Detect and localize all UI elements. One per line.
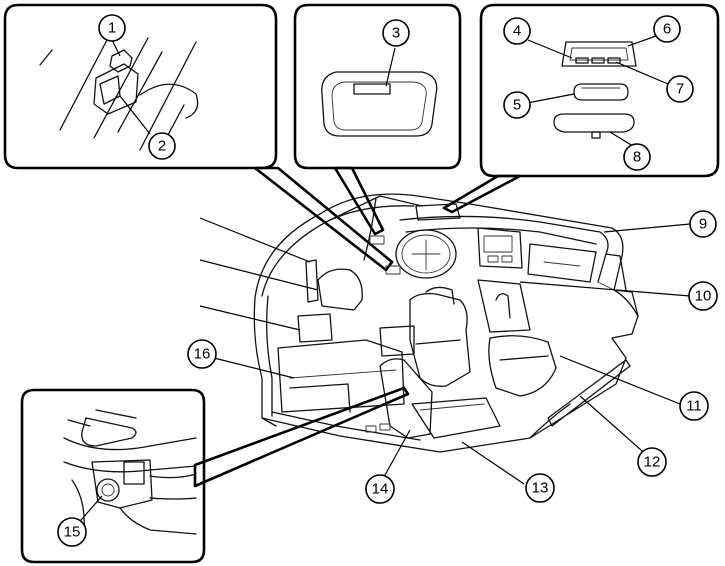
callout-9: 9 bbox=[689, 210, 717, 238]
callout-10: 10 bbox=[688, 281, 718, 311]
callout-2: 2 bbox=[148, 132, 176, 160]
callout-11-label: 11 bbox=[686, 398, 702, 415]
detail-panel-dome-lamp bbox=[293, 3, 462, 170]
callout-2-label: 2 bbox=[158, 138, 166, 155]
callout-10-label: 10 bbox=[695, 288, 712, 305]
callout-6: 6 bbox=[653, 15, 681, 43]
panel-1-pointer bbox=[253, 166, 394, 272]
callout-12-label: 12 bbox=[644, 454, 661, 471]
callout-7: 7 bbox=[666, 75, 694, 103]
detail-panel-console-switch bbox=[20, 388, 206, 564]
callout-16-label: 16 bbox=[194, 346, 211, 363]
detail-panel-overhead-lamps bbox=[479, 3, 720, 178]
callout-4: 4 bbox=[503, 17, 531, 45]
callout-8-label: 8 bbox=[633, 149, 641, 166]
callout-13-label: 13 bbox=[532, 480, 549, 497]
callout-12: 12 bbox=[637, 447, 667, 477]
callout-8: 8 bbox=[623, 143, 651, 171]
callout-15-label: 15 bbox=[64, 524, 81, 541]
callout-6-label: 6 bbox=[663, 21, 671, 38]
callout-7-label: 7 bbox=[676, 81, 684, 98]
callout-11: 11 bbox=[679, 391, 709, 421]
leader-lines bbox=[73, 35, 691, 529]
callout-13: 13 bbox=[525, 473, 555, 503]
vehicle-interior bbox=[253, 193, 639, 453]
callout-1-label: 1 bbox=[108, 20, 116, 37]
callout-1: 1 bbox=[98, 14, 126, 42]
callout-4-label: 4 bbox=[513, 23, 521, 40]
detail-panel-window-switch bbox=[3, 3, 278, 170]
panel-4-pointer bbox=[193, 386, 410, 488]
callout-14: 14 bbox=[365, 474, 395, 504]
callout-9-label: 9 bbox=[699, 216, 707, 233]
callout-5-label: 5 bbox=[513, 97, 521, 114]
callout-3-label: 3 bbox=[392, 25, 400, 42]
callout-3: 3 bbox=[382, 19, 410, 47]
callout-15: 15 bbox=[57, 517, 87, 547]
callout-14-label: 14 bbox=[372, 481, 389, 498]
callout-5: 5 bbox=[503, 91, 531, 119]
callout-16: 16 bbox=[187, 339, 217, 369]
